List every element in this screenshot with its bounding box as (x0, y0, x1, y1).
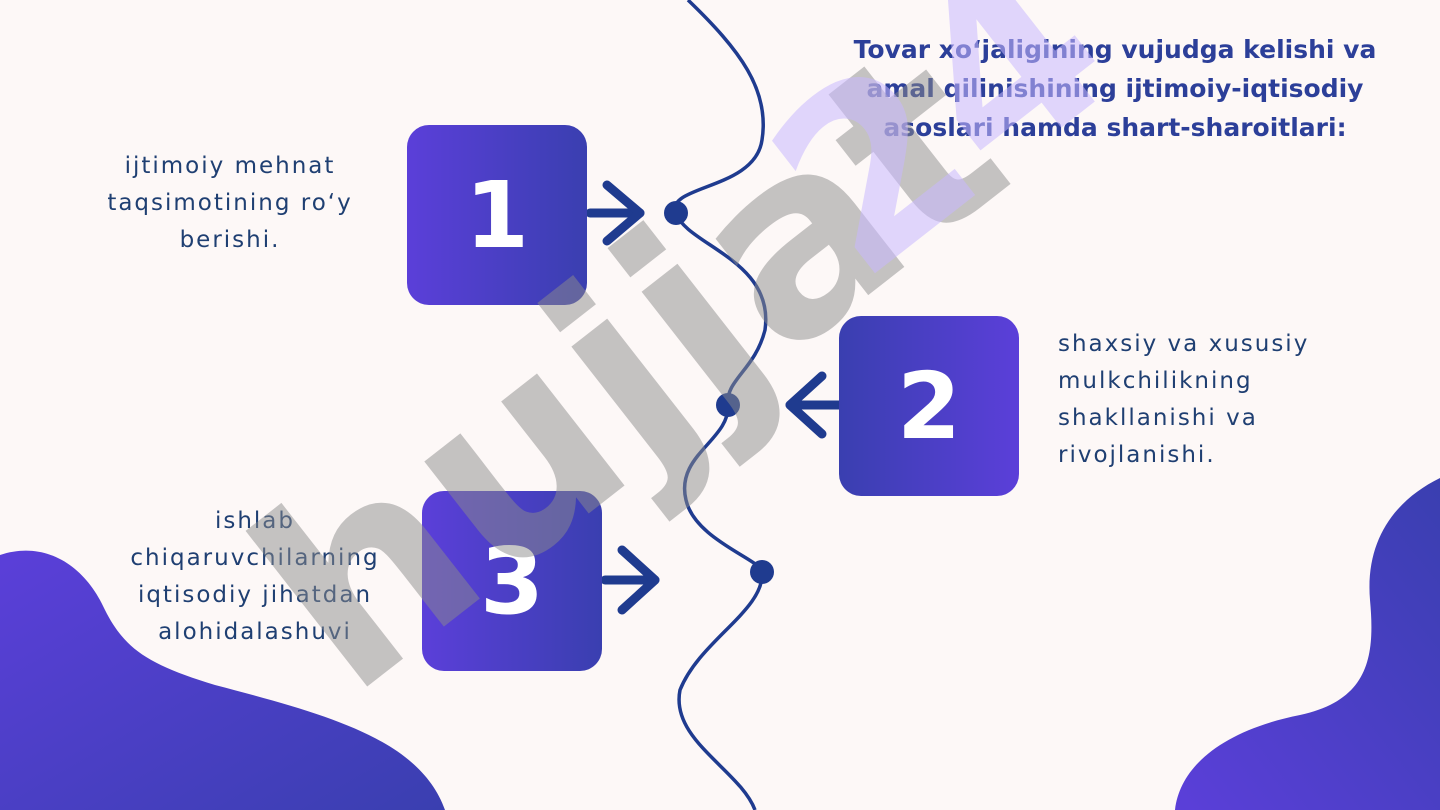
bottom-left-blob (0, 550, 445, 810)
step-1-number: 1 (464, 161, 529, 269)
step-2-text-line: rivojlanishi. (1058, 442, 1216, 468)
step-3-text-line: iqtisodiy jihatdan (137, 582, 373, 608)
step-2-number-box: 2 (839, 316, 1019, 496)
title-line: amal qilinishining ijtimoiy-iqtisodiy (866, 74, 1364, 103)
title-line: asoslari hamda shart-sharoitlari: (883, 113, 1347, 142)
step-1-text-line: berishi. (179, 227, 281, 253)
bottom-right-blob (1175, 478, 1440, 810)
step-3-text: ishlab chiqaruvchilarning iqtisodiy jiha… (90, 503, 420, 651)
title-line: Tovar xo‘jaligining vujudga kelishi va (853, 35, 1377, 64)
step-3-number-box: 3 (422, 491, 602, 671)
arrow-right-icon (600, 545, 660, 615)
step-2-text-line: shaxsiy va xususiy (1058, 331, 1310, 357)
step-1-text-line: taqsimotining ro‘y (107, 190, 353, 216)
step-2-text: shaxsiy va xususiy mulkchilikning shakll… (1058, 326, 1378, 474)
step-3-text-line: chiqaruvchilarning (130, 545, 380, 571)
step-1-number-box: 1 (407, 125, 587, 305)
timeline-dot-icon (750, 560, 774, 584)
step-3-text-line: ishlab (214, 508, 296, 534)
step-3-number: 3 (479, 527, 544, 635)
step-1-text: ijtimoiy mehnat taqsimotining ro‘y beris… (60, 148, 400, 259)
step-1-text-line: ijtimoiy mehnat (124, 153, 336, 179)
step-3-text-line: alohidalashuvi (158, 619, 352, 645)
timeline-dot-icon (664, 201, 688, 225)
arrow-right-icon (585, 180, 645, 246)
step-2-number: 2 (896, 352, 961, 460)
step-2-text-line: mulkchilikning (1058, 368, 1253, 394)
page-title: Tovar xo‘jaligining vujudga kelishi va a… (845, 30, 1385, 147)
timeline-dot-icon (716, 393, 740, 417)
step-2-text-line: shakllanishi va (1058, 405, 1258, 431)
